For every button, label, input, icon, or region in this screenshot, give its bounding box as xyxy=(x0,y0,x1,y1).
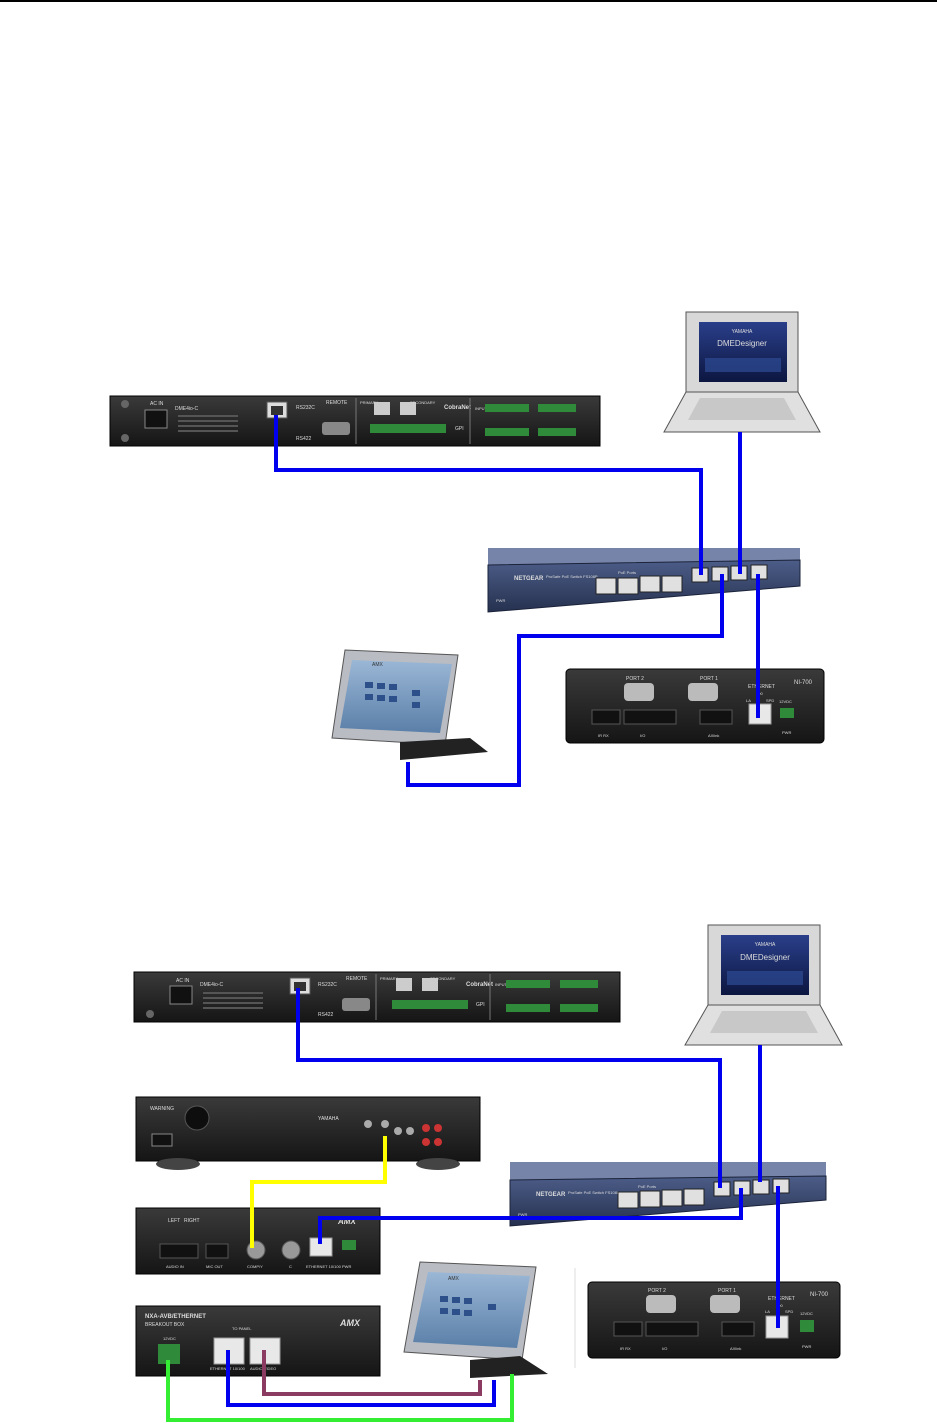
dme2-gpi-label: GPI xyxy=(476,1002,485,1008)
ni-port1-db9-icon xyxy=(688,683,718,701)
ni2-axlink-label: AXlink xyxy=(730,1346,741,1351)
laptop2-brand-label: YAMAHA xyxy=(755,942,776,948)
laptop2-app-label: DMEDesigner xyxy=(740,953,790,962)
ni-power-rating: 12VDC xyxy=(779,699,792,704)
ni2-power-rating: 12VDC xyxy=(800,1311,813,1316)
dme2-input-label: INPUT xyxy=(495,982,508,987)
ni-model-label: NI-700 xyxy=(794,680,813,686)
receiver-maker-label: YAMAHA xyxy=(318,1116,339,1122)
dme-ac-in-label: AC IN xyxy=(150,401,164,407)
panel-brand-label: AMX xyxy=(372,662,384,668)
ni2-spd-label: SPD xyxy=(785,1309,793,1314)
netgear-switch: NETGEAR ProSafe PoE Switch FS108P PoE Po… xyxy=(488,548,800,612)
touch-panel-2: AMX xyxy=(404,1262,548,1378)
ac-inlet-icon xyxy=(145,410,167,428)
breakout-to-panel-label: TO PANEL xyxy=(232,1326,252,1331)
dme2-primary-label: PRIMARY xyxy=(380,976,398,981)
ni-port1-label: PORT 1 xyxy=(700,676,718,682)
breakout-box: NXA-AVB/ETHERNET BREAKOUT BOX TO PANEL A… xyxy=(136,1306,380,1376)
ni2-port2-label: PORT 2 xyxy=(648,1288,666,1294)
ni2-model-label: NI-700 xyxy=(810,1292,829,1298)
dme2-model-label: DME4io-C xyxy=(200,982,223,988)
dme-rs232c-label: RS232C xyxy=(296,405,315,411)
av-mic-out-label: MIC OUT xyxy=(206,1264,223,1269)
av-left-label: LEFT xyxy=(168,1218,180,1224)
av-pwr-label: PWR xyxy=(342,1264,351,1269)
breakout-title-line1: NXA-AVB/ETHERNET xyxy=(145,1314,206,1320)
dme-model-label: DME4io-C xyxy=(175,406,198,412)
switch-model-label: ProSafe PoE Switch FS108P xyxy=(546,574,598,579)
diagram-1: AC IN DME4io-C RS232C REMOTE RS422 PRIMA… xyxy=(110,312,824,785)
switch-poe-label: PoE Ports xyxy=(618,570,636,575)
ni-700-controller: NI-700 PORT 2 PORT 1 ETHERNET 100 LA SPD… xyxy=(566,669,824,743)
ni-port2-db9-icon xyxy=(624,683,654,701)
dme-remote-label: REMOTE xyxy=(326,400,348,406)
av-right-label: RIGHT xyxy=(184,1218,200,1224)
dme2-cobranet-label: CobraNet xyxy=(466,982,493,988)
ni2-io-label: I/O xyxy=(662,1346,667,1351)
dme2-ac-in-label: AC IN xyxy=(176,978,190,984)
switch2-brand-label: NETGEAR xyxy=(536,1192,566,1198)
dme-cobranet-label: CobraNet xyxy=(444,405,471,411)
ni-pwr-label: PWR xyxy=(782,730,791,735)
switch-pwr-label: PWR xyxy=(496,598,505,603)
ni-io-label: I/O xyxy=(640,733,645,738)
ni-la-label: LA xyxy=(746,698,751,703)
breakout-brand-label: AMX xyxy=(339,1318,361,1328)
touch-panel: AMX xyxy=(332,650,488,760)
switch-brand-label: NETGEAR xyxy=(514,576,544,582)
ni2-ir-rx-label: IR RX xyxy=(620,1346,631,1351)
breakout-title-line2: BREAKOUT BOX xyxy=(145,1322,185,1328)
ni2-pwr-label: PWR xyxy=(802,1344,811,1349)
av-receiver: WARNING YAMAHA xyxy=(136,1097,480,1170)
laptop-app-label: DMEDesigner xyxy=(717,339,767,348)
dme-db9-icon xyxy=(322,422,350,435)
ni2-ethernet-label: ETHERNET xyxy=(768,1296,795,1302)
av-comp-label: COMP/Y xyxy=(247,1264,263,1269)
dme2-remote-label: REMOTE xyxy=(346,976,368,982)
laptop-2: YAMAHA DMEDesigner xyxy=(685,925,842,1045)
laptop-brand-label: YAMAHA xyxy=(732,329,753,335)
dme-gpi-label: GPI xyxy=(455,426,464,432)
dme2-rs232c-label: RS232C xyxy=(318,982,337,988)
dme2-rs422-label: RS422 xyxy=(318,1012,334,1018)
ni-ir-rx-label: IR RX xyxy=(598,733,609,738)
ni-port2-label: PORT 2 xyxy=(626,676,644,682)
ni-axlink-label: AXlink xyxy=(708,733,719,738)
diagram-2: AC IN DME4io-C RS232C REMOTE RS422 PRIMA… xyxy=(134,925,842,1420)
receiver-warning-label: WARNING xyxy=(150,1106,174,1112)
ni-700-controller-2: NI-700 PORT 2 PORT 1 ETHERNET 100 LA SPD… xyxy=(588,1282,840,1358)
ni-ethernet-label: ETHERNET xyxy=(748,684,775,690)
av-ethernet-label: ETHERNET 10/100 xyxy=(306,1264,342,1269)
dme-unit-2: AC IN DME4io-C RS232C REMOTE RS422 PRIMA… xyxy=(134,972,620,1022)
av-audio-in-label: AUDIO IN xyxy=(166,1264,184,1269)
panel2-brand-label: AMX xyxy=(448,1276,460,1282)
switch2-model-label: ProSafe PoE Switch FS108P xyxy=(568,1190,620,1195)
breakout-power-label: 12VDC xyxy=(163,1336,176,1341)
ni2-la-label: LA xyxy=(765,1309,770,1314)
ni2-port1-label: PORT 1 xyxy=(718,1288,736,1294)
switch2-poe-label: PoE Ports xyxy=(638,1184,656,1189)
av-c-label: C xyxy=(289,1264,292,1269)
dme-rs422-label: RS422 xyxy=(296,436,312,442)
dme-unit: AC IN DME4io-C RS232C REMOTE RS422 PRIMA… xyxy=(110,396,600,446)
ni-spd-label: SPD xyxy=(766,698,774,703)
laptop: YAMAHA DMEDesigner xyxy=(664,312,820,432)
